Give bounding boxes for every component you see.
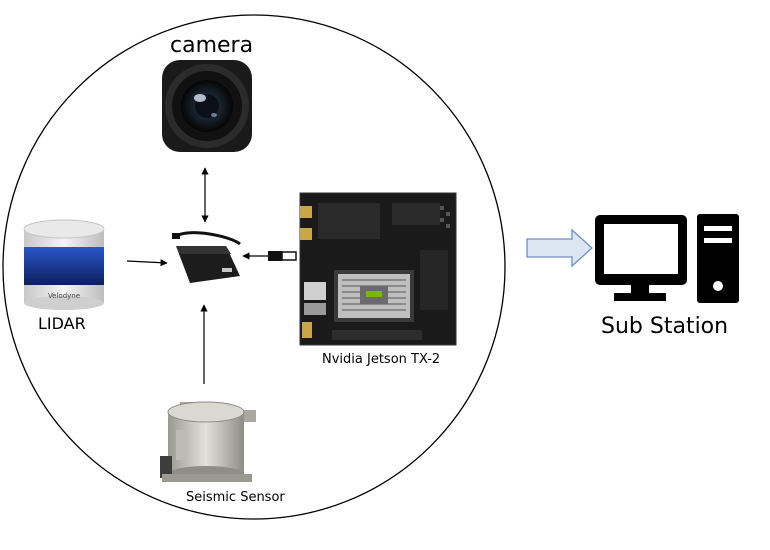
usb-hub-icon <box>172 231 241 283</box>
lidar-hub-link <box>126 259 168 267</box>
lidar-label: LIDAR <box>38 314 86 333</box>
lidar-sensor-icon: Velodyne <box>23 219 105 310</box>
seismic-sensor-icon <box>160 401 256 482</box>
coverage-boundary <box>2 14 506 520</box>
lidar-brand-text: Velodyne <box>48 292 80 300</box>
jetson-label: Nvidia Jetson TX-2 <box>322 352 441 367</box>
sub-station-label: Sub Station <box>601 314 729 339</box>
computer-tower-icon <box>697 214 739 303</box>
usb-cable-icon <box>242 251 297 261</box>
camera-icon <box>162 60 252 152</box>
arrow-right-icon <box>526 228 593 268</box>
monitor-icon <box>595 215 687 301</box>
circuit-board-icon <box>299 192 457 346</box>
camera-label: camera <box>170 33 254 58</box>
seismic-sensor-label: Seismic Sensor <box>186 490 285 505</box>
